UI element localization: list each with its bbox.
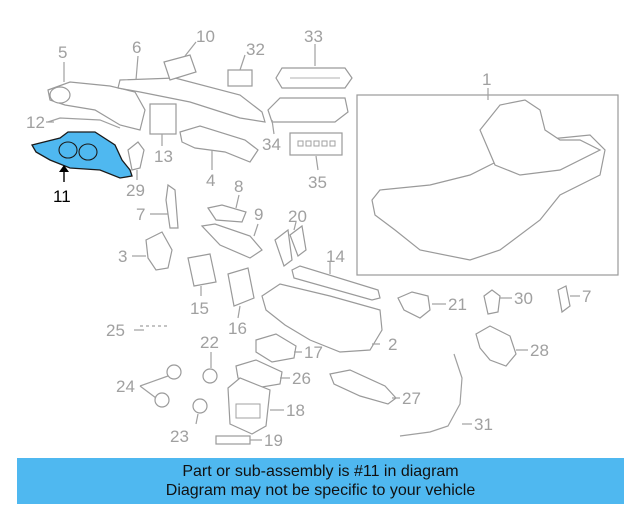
callout-28[interactable]: 28: [530, 341, 549, 360]
callout-35[interactable]: 35: [308, 173, 327, 192]
part-18: [227, 377, 284, 435]
callout-3[interactable]: 3: [118, 247, 127, 266]
callout-31[interactable]: 31: [474, 415, 493, 434]
part-23: [192, 398, 208, 425]
callout-1[interactable]: 1: [482, 70, 491, 89]
callout-32[interactable]: 32: [246, 40, 265, 59]
part-4: [179, 125, 259, 170]
banner-line-2: Diagram may not be specific to your vehi…: [165, 482, 476, 499]
part-22: [202, 352, 218, 384]
part-8: [207, 194, 247, 223]
part-7-left: [150, 183, 179, 229]
part-3: [132, 231, 173, 271]
callout-19[interactable]: 19: [264, 431, 283, 450]
callout-11[interactable]: 11: [53, 187, 71, 206]
info-banner: Part or sub-assembly is #11 in diagram D…: [17, 458, 624, 504]
part-25: [134, 325, 170, 331]
callout-26[interactable]: 26: [292, 369, 311, 388]
callout-17[interactable]: 17: [304, 343, 323, 362]
part-5: [47, 62, 146, 131]
callout-14[interactable]: 14: [326, 247, 345, 266]
callout-30[interactable]: 30: [514, 289, 533, 308]
part-21: [397, 291, 446, 319]
part-35: [289, 132, 343, 171]
callout-20[interactable]: 20: [288, 207, 307, 226]
part-7-right: [557, 285, 580, 314]
part-6: [117, 55, 266, 123]
part-28: [475, 325, 528, 367]
part-1-dash-frame: [356, 88, 619, 276]
callout-34[interactable]: 34: [262, 135, 281, 154]
callout-24[interactable]: 24: [116, 377, 135, 396]
part-19: [215, 435, 262, 445]
callout-15[interactable]: 15: [190, 299, 209, 318]
callout-7b[interactable]: 7: [582, 287, 591, 306]
callout-6[interactable]: 6: [132, 38, 141, 57]
callout-4[interactable]: 4: [206, 171, 215, 190]
callout-13[interactable]: 13: [154, 147, 173, 166]
part-11-highlighted[interactable]: [31, 131, 133, 182]
part-15: [187, 253, 217, 296]
callout-27[interactable]: 27: [402, 389, 421, 408]
part-34: [267, 97, 349, 135]
callout-8[interactable]: 8: [234, 177, 243, 196]
part-13: [149, 103, 177, 146]
callout-23[interactable]: 23: [170, 427, 189, 446]
callout-33[interactable]: 33: [304, 27, 323, 46]
part-31: [399, 353, 472, 437]
callout-2[interactable]: 2: [388, 335, 397, 354]
part-10: [163, 41, 197, 81]
part-27: [329, 369, 400, 405]
part-16: [227, 267, 255, 319]
callout-18[interactable]: 18: [286, 401, 305, 420]
callout-5[interactable]: 5: [58, 43, 67, 62]
part-24: [139, 364, 182, 408]
banner-line-1: Part or sub-assembly is #11 in diagram: [182, 463, 459, 480]
part-9: [200, 223, 263, 259]
callout-9[interactable]: 9: [254, 205, 263, 224]
part-30: [483, 289, 512, 315]
part-17: [255, 333, 302, 363]
part-2: [261, 283, 383, 353]
part-33: [275, 44, 353, 89]
callout-7a[interactable]: 7: [136, 205, 145, 224]
callout-25[interactable]: 25: [106, 321, 125, 340]
callout-16[interactable]: 16: [228, 319, 247, 338]
part-32: [227, 54, 253, 87]
callout-10[interactable]: 10: [196, 27, 215, 46]
callout-21[interactable]: 21: [448, 295, 467, 314]
callout-29[interactable]: 29: [126, 181, 145, 200]
callout-12[interactable]: 12: [26, 113, 45, 132]
part-14: [291, 262, 381, 301]
part-20: [274, 221, 307, 267]
part-29: [127, 141, 145, 180]
part-12: [46, 117, 121, 129]
callout-22[interactable]: 22: [200, 333, 219, 352]
